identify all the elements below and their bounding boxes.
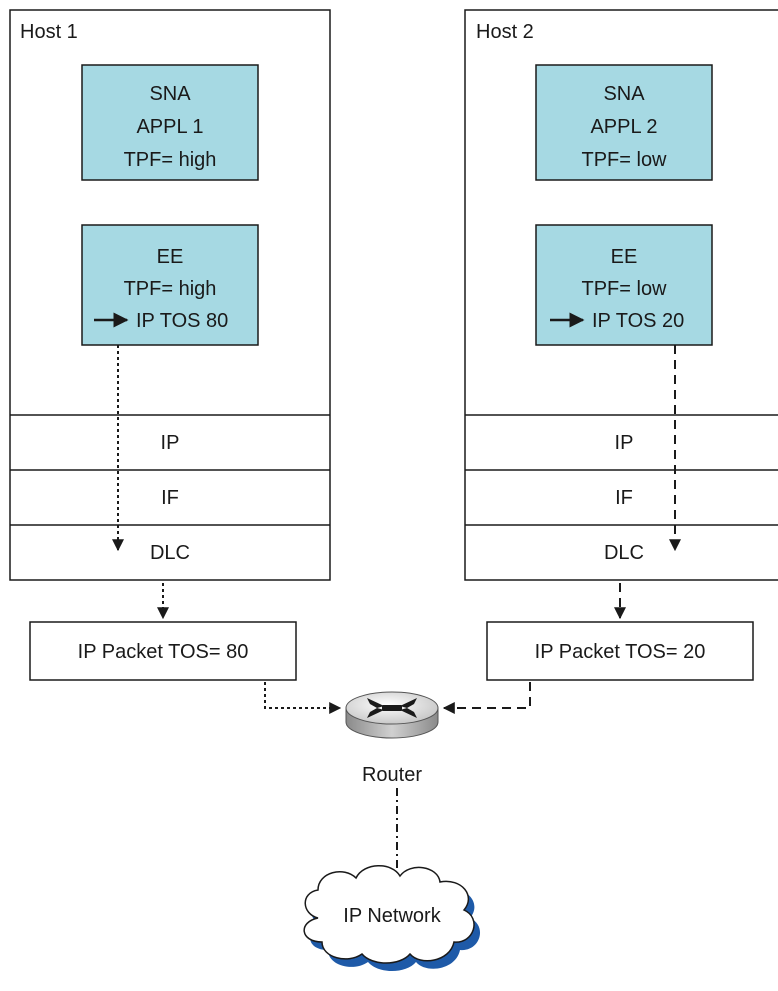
ip-network-label: IP Network xyxy=(343,905,441,927)
host-2-ee-line2: TPF= low xyxy=(581,278,667,300)
host-1: Host 1 SNA APPL 1 TPF= high EE TPF= high… xyxy=(9,9,342,714)
host-2-appl-line3: TPF= low xyxy=(581,149,667,171)
host-2-ee-box xyxy=(535,224,713,346)
host-1-appl-line1: SNA xyxy=(149,83,191,105)
host-1-packet-box xyxy=(29,621,297,681)
host-1-title: Host 1 xyxy=(20,21,78,43)
ip-network: IP Network xyxy=(303,865,481,971)
host-2-appl-line1: SNA xyxy=(603,83,645,105)
host-1-layer-ip: IP xyxy=(161,432,180,454)
host-2-ee-line1: EE xyxy=(611,246,638,268)
host-2-layer-ip: IP xyxy=(615,432,634,454)
host-1-layer-if: IF xyxy=(161,487,179,509)
host-2-appl-box xyxy=(535,64,713,181)
router: Router xyxy=(345,691,439,786)
host-2-ee-line3: IP TOS 20 xyxy=(592,310,684,332)
host-1-packet-label: IP Packet TOS= 80 xyxy=(78,641,249,663)
cloud-icon xyxy=(303,865,481,971)
host-1-ee-line2: TPF= high xyxy=(124,278,217,300)
host-1-appl-line3: TPF= high xyxy=(124,149,217,171)
host-2-to-router-arrow xyxy=(442,682,531,714)
host-2-title: Host 2 xyxy=(476,21,534,43)
host-1-appl-line2: APPL 1 xyxy=(136,116,203,138)
host-1-appl-box xyxy=(81,64,259,181)
router-label: Router xyxy=(362,764,422,786)
host-1-ee-line3: IP TOS 80 xyxy=(136,310,228,332)
host-1-ee-line1: EE xyxy=(157,246,184,268)
host-1-to-router-arrow xyxy=(264,682,342,714)
host-2-packet-box xyxy=(486,621,754,681)
host-2-appl-line2: APPL 2 xyxy=(590,116,657,138)
host-2-layer-dlc: DLC xyxy=(604,542,644,564)
host-2-layer-if: IF xyxy=(615,487,633,509)
host-2: Host 2 SNA APPL 2 TPF= low EE TPF= low I… xyxy=(442,9,778,714)
router-icon xyxy=(345,691,439,739)
host-1-ee-box xyxy=(81,224,259,346)
host-1-layer-dlc: DLC xyxy=(150,542,190,564)
host-2-packet-label: IP Packet TOS= 20 xyxy=(535,641,706,663)
